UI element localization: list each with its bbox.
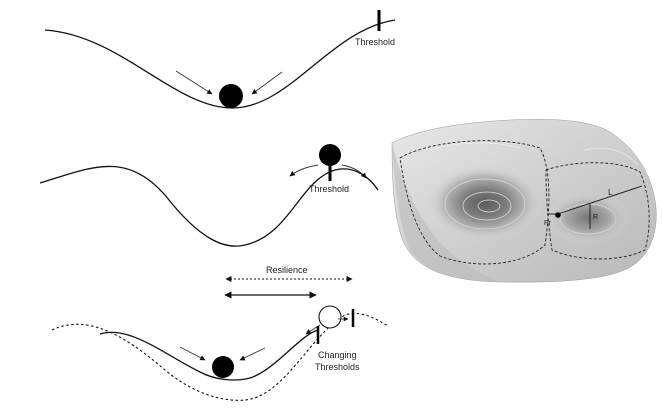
system-state-dot [555, 212, 561, 218]
panel-top-basin: Threshold [44, 10, 396, 109]
changed-landscape-curve [99, 329, 319, 381]
tip-arrow-right [341, 164, 367, 179]
stability-landscape-3d: L R Pr [391, 119, 657, 283]
resilience-label: Resilience [266, 265, 308, 275]
precariousness-label: Pr [544, 220, 552, 227]
shift-arrow [305, 324, 321, 335]
original-landscape-dotted [51, 312, 389, 401]
ball-outline [318, 305, 342, 329]
tip-arrow-left [289, 164, 319, 177]
force-arrow-right [251, 71, 283, 95]
changing-thresholds-label-line1: Changing [318, 350, 357, 360]
resistance-label: R [593, 214, 598, 221]
stability-landscape-curve [44, 19, 396, 109]
changing-thresholds-label-line2: Thresholds [315, 362, 360, 372]
ball [212, 356, 234, 378]
ball [319, 144, 341, 166]
contour [462, 191, 512, 221]
basin-left [427, 165, 543, 241]
stability-landscape-curve [39, 165, 379, 247]
basin-right [546, 192, 630, 244]
basin-boundary-left [399, 140, 550, 265]
basin-boundary-right [545, 162, 650, 260]
panel-bottom-basin: Resilience Changing Thresholds [51, 265, 389, 401]
panel-middle-basin: Threshold [39, 144, 379, 247]
force-arrow-left [179, 346, 206, 361]
force-arrow-left [175, 70, 213, 95]
contour [429, 142, 521, 151]
ball [219, 84, 243, 108]
contour [444, 178, 526, 230]
force-arrow-right [239, 347, 266, 361]
threshold-label: Threshold [355, 37, 395, 47]
contour [584, 147, 639, 166]
threshold-label: Threshold [309, 184, 349, 194]
contour [477, 199, 501, 213]
latitude-label: L [608, 188, 613, 197]
latitude-line [557, 185, 643, 215]
surface-shadow [392, 143, 500, 282]
